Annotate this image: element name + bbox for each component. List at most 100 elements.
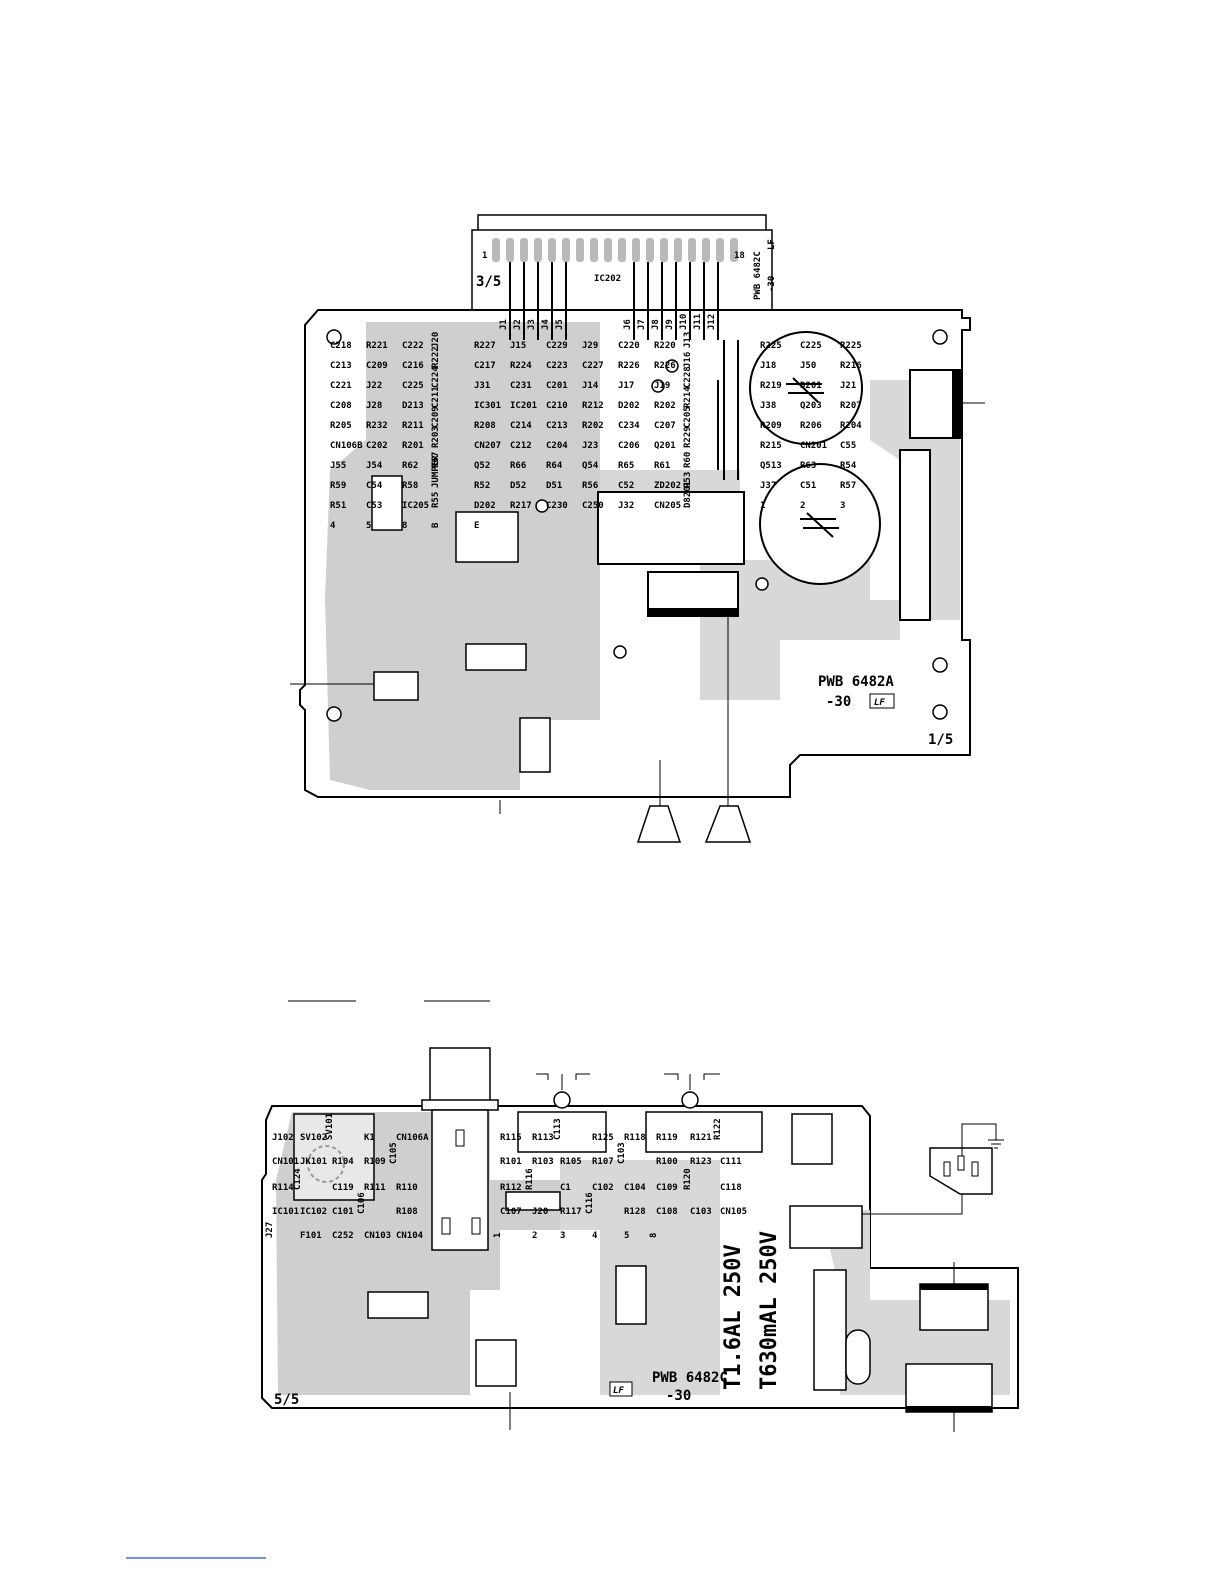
mounting-hole: [326, 706, 342, 722]
component-label: C54: [366, 481, 383, 491]
component-label: R100: [656, 1157, 678, 1167]
component-label: R220: [654, 341, 676, 351]
component-label: C101: [332, 1207, 354, 1217]
component-label: C209: [366, 361, 388, 371]
component-label: 4: [330, 521, 336, 531]
component-label: C208: [330, 401, 352, 411]
component-label: 1: [760, 501, 765, 511]
component-label: C231: [510, 381, 532, 391]
component-label: Q513: [760, 461, 782, 471]
component-label: R206: [800, 421, 822, 431]
component-label: C228: [683, 366, 693, 388]
component-label: C106: [357, 1192, 367, 1214]
component-label: R108: [396, 1207, 418, 1217]
jumper-label: J2: [513, 319, 523, 330]
component-label: C1: [560, 1183, 571, 1193]
ac-inlet-icon: [929, 1147, 993, 1195]
component-label: R103: [532, 1157, 554, 1167]
component-label: J31: [474, 381, 490, 391]
component-label: R56: [582, 481, 598, 491]
component-label: R65: [618, 461, 634, 471]
component-label: C52: [618, 481, 634, 491]
component-label: 5: [624, 1231, 629, 1241]
component-label: R117: [560, 1207, 582, 1217]
component-label: J19: [654, 381, 670, 391]
mounting-hole: [932, 657, 948, 673]
component-label: F101: [300, 1231, 322, 1241]
component-label: R201: [402, 441, 424, 451]
component-label: JK101: [300, 1157, 327, 1167]
component-label: R57: [840, 481, 856, 491]
jk101-jack: [293, 1113, 375, 1201]
component-label: C102: [592, 1183, 614, 1193]
component-label: C224: [431, 366, 441, 388]
component-label: R53: [683, 472, 693, 488]
jumper-label: J1: [499, 319, 509, 330]
component-label: R64: [546, 461, 563, 471]
cn201-connector: [373, 671, 419, 701]
component-label: CN106A: [396, 1133, 429, 1143]
component-label: R105: [560, 1157, 582, 1167]
component-label: R62: [402, 461, 418, 471]
component-label: D52: [510, 481, 526, 491]
component-label: C218: [330, 341, 352, 351]
component-label: J15: [510, 341, 526, 351]
ic102-chip: [615, 1265, 647, 1325]
component-label: J29: [582, 341, 598, 351]
component-label: R226: [618, 361, 640, 371]
component-label: R208: [474, 421, 496, 431]
component-label: C206: [618, 441, 640, 451]
component-label: R115: [500, 1133, 522, 1143]
component-label: C227: [582, 361, 604, 371]
component-label: C105: [389, 1142, 399, 1164]
jumper-label: J9: [665, 319, 675, 330]
component-label: C124: [293, 1168, 303, 1190]
component-label: R215: [760, 441, 782, 451]
lower-lf-label: LF: [613, 1386, 624, 1396]
component-label: R214: [683, 386, 693, 408]
component-label: E: [474, 521, 479, 531]
component-label: J28: [366, 401, 382, 411]
component-label: R202: [654, 401, 676, 411]
component-label: 3: [840, 501, 845, 511]
ic201-module: [597, 491, 745, 565]
component-label: CN104: [396, 1231, 424, 1241]
component-label: Q203: [800, 401, 822, 411]
component-label: C113: [553, 1118, 563, 1140]
component-label: C202: [366, 441, 388, 451]
component-label: J38: [760, 401, 776, 411]
component-label: CN101: [272, 1157, 299, 1167]
component-label: D201: [800, 381, 822, 391]
component-label: C225: [402, 381, 424, 391]
jumper-label: J6: [623, 319, 633, 330]
jumper-label: J12: [707, 314, 717, 330]
component-label: J18: [760, 361, 776, 371]
component-label: 1: [493, 1233, 503, 1238]
component-label: C53: [366, 501, 382, 511]
mounting-hole: [932, 704, 948, 720]
component-label: C103: [690, 1207, 712, 1217]
j102-jack-body: [429, 1047, 491, 1107]
component-label: R221: [366, 341, 388, 351]
component-label: CN205: [654, 501, 681, 511]
pin-start-label: 1: [482, 251, 487, 261]
component-label: J17: [618, 381, 634, 391]
component-label: C107: [500, 1207, 522, 1217]
component-label: C213: [330, 361, 352, 371]
component-label: J21: [840, 381, 856, 391]
lower-pwb-rev-label: -30: [666, 1388, 691, 1404]
component-label: R207: [840, 401, 862, 411]
ic202-header-strip: [477, 214, 767, 232]
cn105-connector: [475, 1339, 517, 1387]
component-label: R61: [654, 461, 670, 471]
component-label: SV101: [325, 1113, 335, 1140]
component-label: IC205: [402, 501, 429, 511]
component-label: R226: [654, 361, 676, 371]
component-label: R225: [840, 341, 862, 351]
component-label: 8: [402, 521, 407, 531]
f101-fuse: [813, 1269, 847, 1391]
component-label: C209: [431, 406, 441, 428]
upper-board: 1 18 IC202 3/5 PWB 6482C -30 LF: [290, 214, 985, 843]
component-label: C111: [720, 1157, 742, 1167]
connector-traces: [509, 262, 739, 480]
